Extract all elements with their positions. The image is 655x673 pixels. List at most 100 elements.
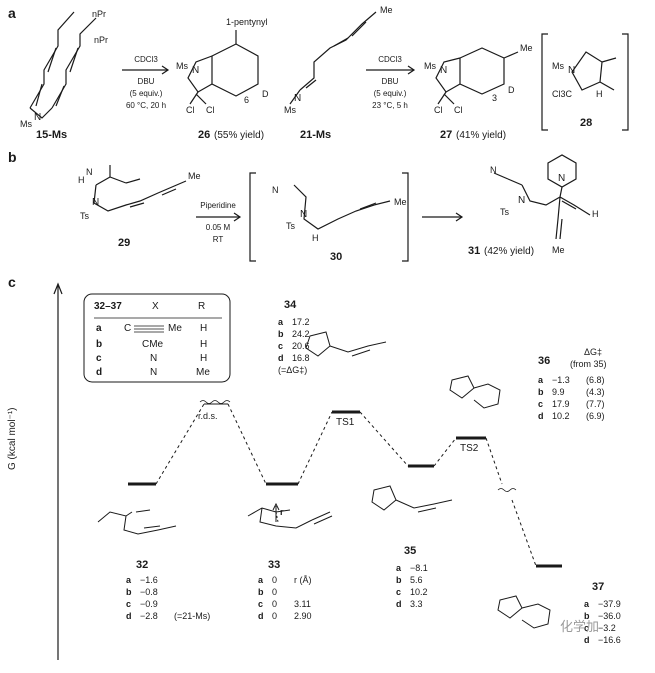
table-37-row: c−3.2 <box>584 623 616 633</box>
legend-row-b-key: b <box>96 339 103 350</box>
compound-27-yield: (41% yield) <box>456 130 507 141</box>
legend-row-d-key: d <box>96 367 103 378</box>
compound-31-id: 31 <box>468 245 481 257</box>
struct-36-ring <box>449 375 475 399</box>
rx2-conditions: 23 °C, 5 h <box>372 101 408 110</box>
panel-b-letter: b <box>8 149 17 165</box>
compound-31-yield: (42% yield) <box>484 246 535 257</box>
note-34: (=ΔG‡) <box>278 365 308 375</box>
legend-row-a-r: H <box>200 323 208 334</box>
npr-label-1: nPr <box>92 9 107 19</box>
table-37: a−37.9 b−36.0 c−3.2 d−16.6 <box>584 598 632 646</box>
chain-21 <box>299 11 377 91</box>
table-37-row: a−37.9 <box>584 599 621 609</box>
ts-label-31: Ts <box>500 207 509 217</box>
legend-row-c-r: H <box>200 353 208 364</box>
h-label-29: H <box>78 175 85 185</box>
deuterium-label-27: D <box>508 85 515 95</box>
bracket-28-right <box>622 33 629 131</box>
me-label-21: Me <box>380 5 393 15</box>
g-axis-label: G (kcal mol⁻¹) <box>7 407 18 471</box>
n-label-26: N <box>192 65 200 76</box>
cl-label-27b: Cl <box>454 105 463 115</box>
table-36-row: a−1.3(6.8) <box>538 375 605 385</box>
n-label-30: N <box>300 209 308 220</box>
panel-a-structures <box>29 11 629 131</box>
ms-label-15: Ms <box>20 119 32 129</box>
h-label-30: H <box>312 233 319 243</box>
legend-row-d-x: N <box>150 367 158 378</box>
ts-label-29: Ts <box>80 211 89 221</box>
rxb-conc: 0.05 M <box>205 223 231 232</box>
n-label-21: N <box>294 93 302 104</box>
ms-label-21: Ms <box>284 105 296 115</box>
ccl3-label-28: Cl3C <box>552 89 573 99</box>
compound-36-id: 36 <box>538 355 551 367</box>
watermark-text: 化学加 <box>560 619 600 634</box>
table-32-row: d−2.8(=21-Ms) <box>126 611 211 621</box>
panel-c-letter: c <box>8 274 16 290</box>
legend-header-x: X <box>152 301 159 312</box>
dg-subheader-36: (from 35) <box>570 359 607 369</box>
rx2-solvent: CDCl3 <box>378 55 402 64</box>
table-32-row: a−1.6 <box>126 575 158 585</box>
struct-33 <box>247 507 313 529</box>
compound-28-id: 28 <box>580 117 593 129</box>
n-label-28: N <box>568 65 576 76</box>
n-label-30-nitrile: N <box>272 185 279 195</box>
legend-row-b-x: CMe <box>142 339 164 350</box>
bracket-30-right <box>402 172 409 262</box>
struct-34-ring <box>305 331 331 357</box>
struct-32 <box>97 511 177 535</box>
compound-26-yield: (55% yield) <box>214 130 265 141</box>
me-label-31: Me <box>552 245 565 255</box>
compound-21ms-id: 21-Ms <box>300 129 332 141</box>
n-label-31: N <box>518 195 526 206</box>
bracket-30-left <box>249 172 256 262</box>
ms-label-26: Ms <box>176 61 188 71</box>
rx1-conditions: 60 °C, 20 h <box>125 101 167 110</box>
npr-label-2: nPr <box>94 35 109 45</box>
legend-header-compounds: 32–37 <box>94 301 122 312</box>
ms-label-28: Ms <box>552 61 564 71</box>
rx2-equiv: (5 equiv.) <box>373 89 407 98</box>
table-32-row: b−0.8 <box>126 587 158 597</box>
ms-label-27: Ms <box>424 61 436 71</box>
me-label-27: Me <box>520 43 533 53</box>
r-header-33: r (Å) <box>294 575 312 585</box>
rds-break-icon <box>199 400 231 404</box>
rx1-reagent: DBU <box>137 77 155 86</box>
rds-label: r.d.s. <box>198 411 218 421</box>
n-label-29: N <box>92 197 100 208</box>
compound-27-id: 27 <box>440 129 453 141</box>
chain-29 <box>93 180 187 212</box>
cl-label-26a: Cl <box>186 105 195 115</box>
ring-28 <box>571 51 603 91</box>
cl-label-27a: Cl <box>434 105 443 115</box>
note-32: (=21-Ms) <box>174 611 211 621</box>
position-3-label: 3 <box>492 93 498 103</box>
rx2-reagent: DBU <box>381 77 399 86</box>
ts-label-30: Ts <box>286 221 295 231</box>
table-32: a−1.6 b−0.8 c−0.9 d−2.8(=21-Ms) <box>126 574 210 622</box>
table-35-row: a−8.1 <box>396 563 428 573</box>
legend-row-a-key: a <box>96 323 102 334</box>
table-32-row: c−0.9 <box>126 599 158 609</box>
legend-box <box>83 293 231 383</box>
ts1-label: TS1 <box>336 417 355 428</box>
triple-bond-icon <box>134 325 164 333</box>
ts2-label: TS2 <box>460 443 479 454</box>
me-label-29: Me <box>188 171 201 181</box>
